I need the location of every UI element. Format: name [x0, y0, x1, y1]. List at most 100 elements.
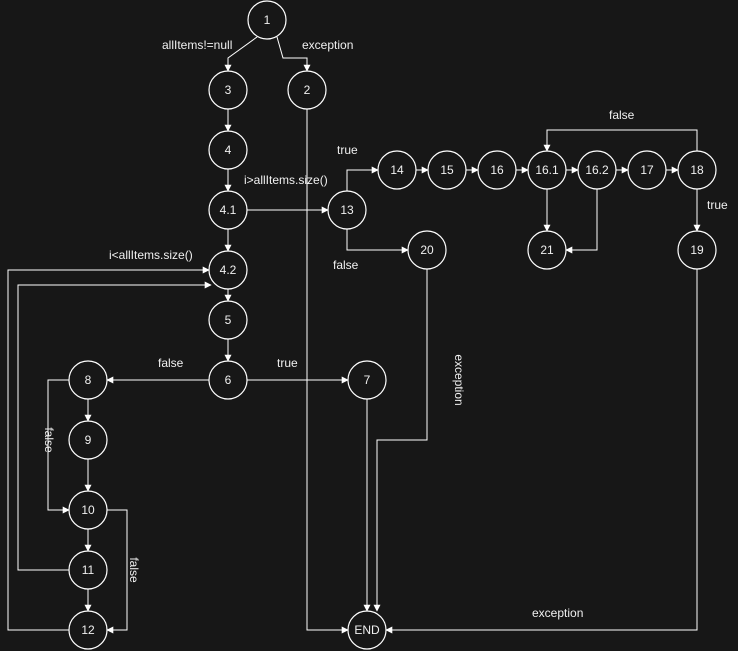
- node-circle: [527, 150, 567, 190]
- edge-arrow: [346, 229, 409, 254]
- node-19[interactable]: 19: [677, 230, 717, 270]
- node-circle: [427, 150, 467, 190]
- node-label: 16.1: [535, 163, 559, 177]
- edge-arrow: [47, 379, 70, 514]
- edge-arrow: [373, 269, 428, 612]
- node-label: 16: [490, 163, 504, 177]
- node-circle: [477, 150, 517, 190]
- edge-19-to-END: [385, 269, 698, 634]
- node-circle: [377, 150, 417, 190]
- edge-arrow: [7, 266, 210, 631]
- edge-1-to-3: [224, 36, 258, 72]
- edge-arrow: [17, 281, 212, 571]
- node-label: 7: [364, 373, 371, 387]
- node-circle: [677, 150, 717, 190]
- node-label: 14: [390, 163, 404, 177]
- node-circle: [247, 0, 287, 40]
- edge-label-20-to-END: exception: [452, 354, 466, 405]
- node-14[interactable]: 14: [377, 150, 417, 190]
- node-9[interactable]: 9: [68, 420, 108, 460]
- edges-layer: [7, 36, 701, 634]
- edge-13-to-20: [346, 229, 409, 254]
- node-circle: [208, 360, 248, 400]
- node-5[interactable]: 5: [208, 300, 248, 340]
- edge-1-to-2: [276, 36, 311, 72]
- node-15[interactable]: 15: [427, 150, 467, 190]
- node-4-2[interactable]: 4.2: [208, 250, 248, 290]
- node-circle: [677, 230, 717, 270]
- edge-label-4.1-to-13: i>allItems.size(): [244, 173, 328, 187]
- edge-label-18-to-19: true: [707, 198, 728, 212]
- node-20[interactable]: 20: [407, 230, 447, 270]
- node-21[interactable]: 21: [527, 230, 567, 270]
- edge-2-to-END: [306, 109, 349, 634]
- node-circle: [208, 300, 248, 340]
- node-16-2[interactable]: 16.2: [577, 150, 617, 190]
- edge-label-18-to-16.1: false: [609, 108, 635, 122]
- edge-label-6-to-7: true: [277, 356, 298, 370]
- node-18[interactable]: 18: [677, 150, 717, 190]
- edge-arrow: [306, 109, 349, 634]
- node-circle: [68, 360, 108, 400]
- edge-label-19-to-END: exception: [532, 606, 583, 620]
- node-circle: [347, 610, 387, 650]
- node-circle: [68, 490, 108, 530]
- edge-arrow: [565, 189, 598, 254]
- node-16[interactable]: 16: [477, 150, 517, 190]
- node-end[interactable]: END: [347, 610, 387, 650]
- edge-13-to-14: [346, 166, 379, 191]
- node-circle: [527, 230, 567, 270]
- edge-arrow: [346, 166, 379, 191]
- node-2[interactable]: 2: [287, 70, 327, 110]
- node-circle: [407, 230, 447, 270]
- node-4-1[interactable]: 4.1: [208, 190, 248, 230]
- node-circle: [68, 550, 108, 590]
- node-label: 18: [690, 163, 704, 177]
- edge-8-to-10: [47, 379, 70, 514]
- edge-arrow: [385, 269, 698, 634]
- node-6[interactable]: 6: [208, 360, 248, 400]
- node-label: 8: [85, 373, 92, 387]
- node-circle: [208, 130, 248, 170]
- node-label: 17: [640, 163, 654, 177]
- edge-18-to-16.1: [543, 129, 698, 152]
- node-circle: [68, 610, 108, 650]
- edge-label-13-to-20: false: [333, 258, 359, 272]
- edge-20-to-END: [373, 269, 428, 612]
- edge-arrow: [543, 129, 698, 152]
- node-label: 10: [81, 503, 95, 517]
- node-label: 19: [690, 243, 704, 257]
- node-circle: [577, 150, 617, 190]
- node-10[interactable]: 10: [68, 490, 108, 530]
- node-label: 15: [440, 163, 454, 177]
- node-circle: [68, 420, 108, 460]
- node-circle: [347, 360, 387, 400]
- node-3[interactable]: 3: [208, 70, 248, 110]
- node-4[interactable]: 4: [208, 130, 248, 170]
- edge-label-4.1-to-4.2: i<allItems.size(): [109, 248, 193, 262]
- node-label: 3: [225, 83, 232, 97]
- node-17[interactable]: 17: [627, 150, 667, 190]
- node-8[interactable]: 8: [68, 360, 108, 400]
- node-1[interactable]: 1: [247, 0, 287, 40]
- node-label: 9: [85, 433, 92, 447]
- edge-label-6-to-8: false: [158, 356, 184, 370]
- node-label: 6: [225, 373, 232, 387]
- node-16-1[interactable]: 16.1: [527, 150, 567, 190]
- node-11[interactable]: 11: [68, 550, 108, 590]
- node-circle: [627, 150, 667, 190]
- edge-arrow: [276, 36, 311, 72]
- node-label: 4: [225, 143, 232, 157]
- node-label: END: [354, 623, 380, 637]
- node-12[interactable]: 12: [68, 610, 108, 650]
- node-circle: [208, 190, 248, 230]
- node-7[interactable]: 7: [347, 360, 387, 400]
- node-label: 1: [264, 13, 271, 27]
- edge-10-to-12: [106, 509, 128, 634]
- edge-label-1-to-2: exception: [302, 38, 353, 52]
- node-13[interactable]: 13: [327, 190, 367, 230]
- node-circle: [287, 70, 327, 110]
